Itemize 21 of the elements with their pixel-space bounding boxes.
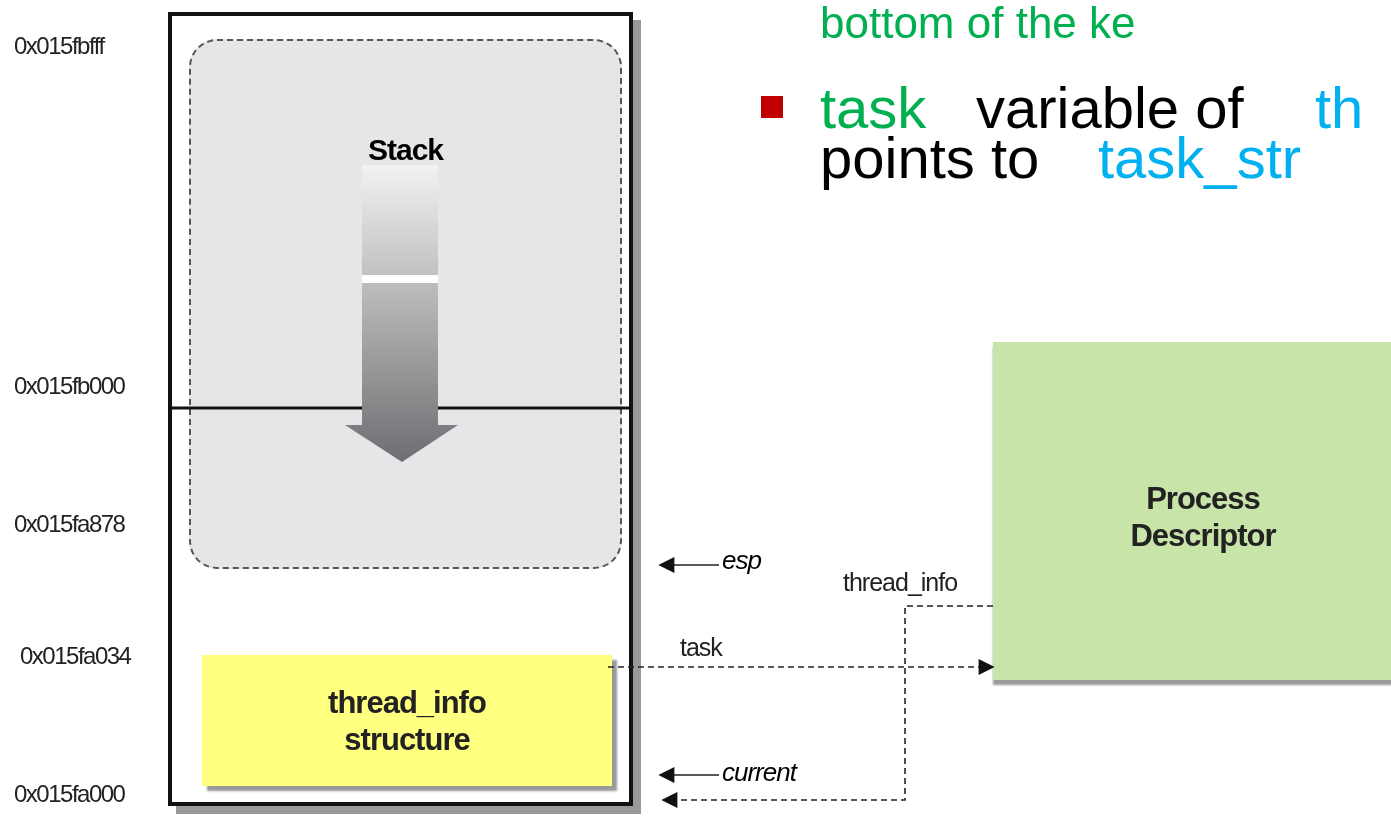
box-title: thread_info structure: [327, 683, 487, 758]
pointer-name: esp: [722, 545, 761, 576]
box-title: Stack: [366, 133, 445, 167]
slide-text: th: [1315, 78, 1364, 139]
arrow: [661, 605, 994, 808]
address-label: 0x015fa878: [14, 511, 125, 537]
address-label: 0x015fb000: [14, 373, 125, 399]
slide-text: bottom of the ke: [820, 0, 1136, 47]
arrow: [658, 767, 720, 783]
pointer-name: current: [722, 757, 796, 788]
address-label: 0x015fa034: [20, 643, 131, 669]
stack-region: [189, 39, 622, 569]
address-label: 0x015fa000: [14, 781, 125, 807]
box-title: Process Descriptor: [1129, 480, 1277, 555]
address-label: 0x015fbfff: [14, 33, 104, 59]
slide-text: task_str: [1098, 128, 1302, 189]
arrow: [607, 659, 995, 675]
arrow: [658, 557, 720, 573]
structure-box: [202, 655, 612, 786]
descriptor-box: [993, 342, 1391, 680]
slide-text: points to: [820, 128, 1040, 189]
